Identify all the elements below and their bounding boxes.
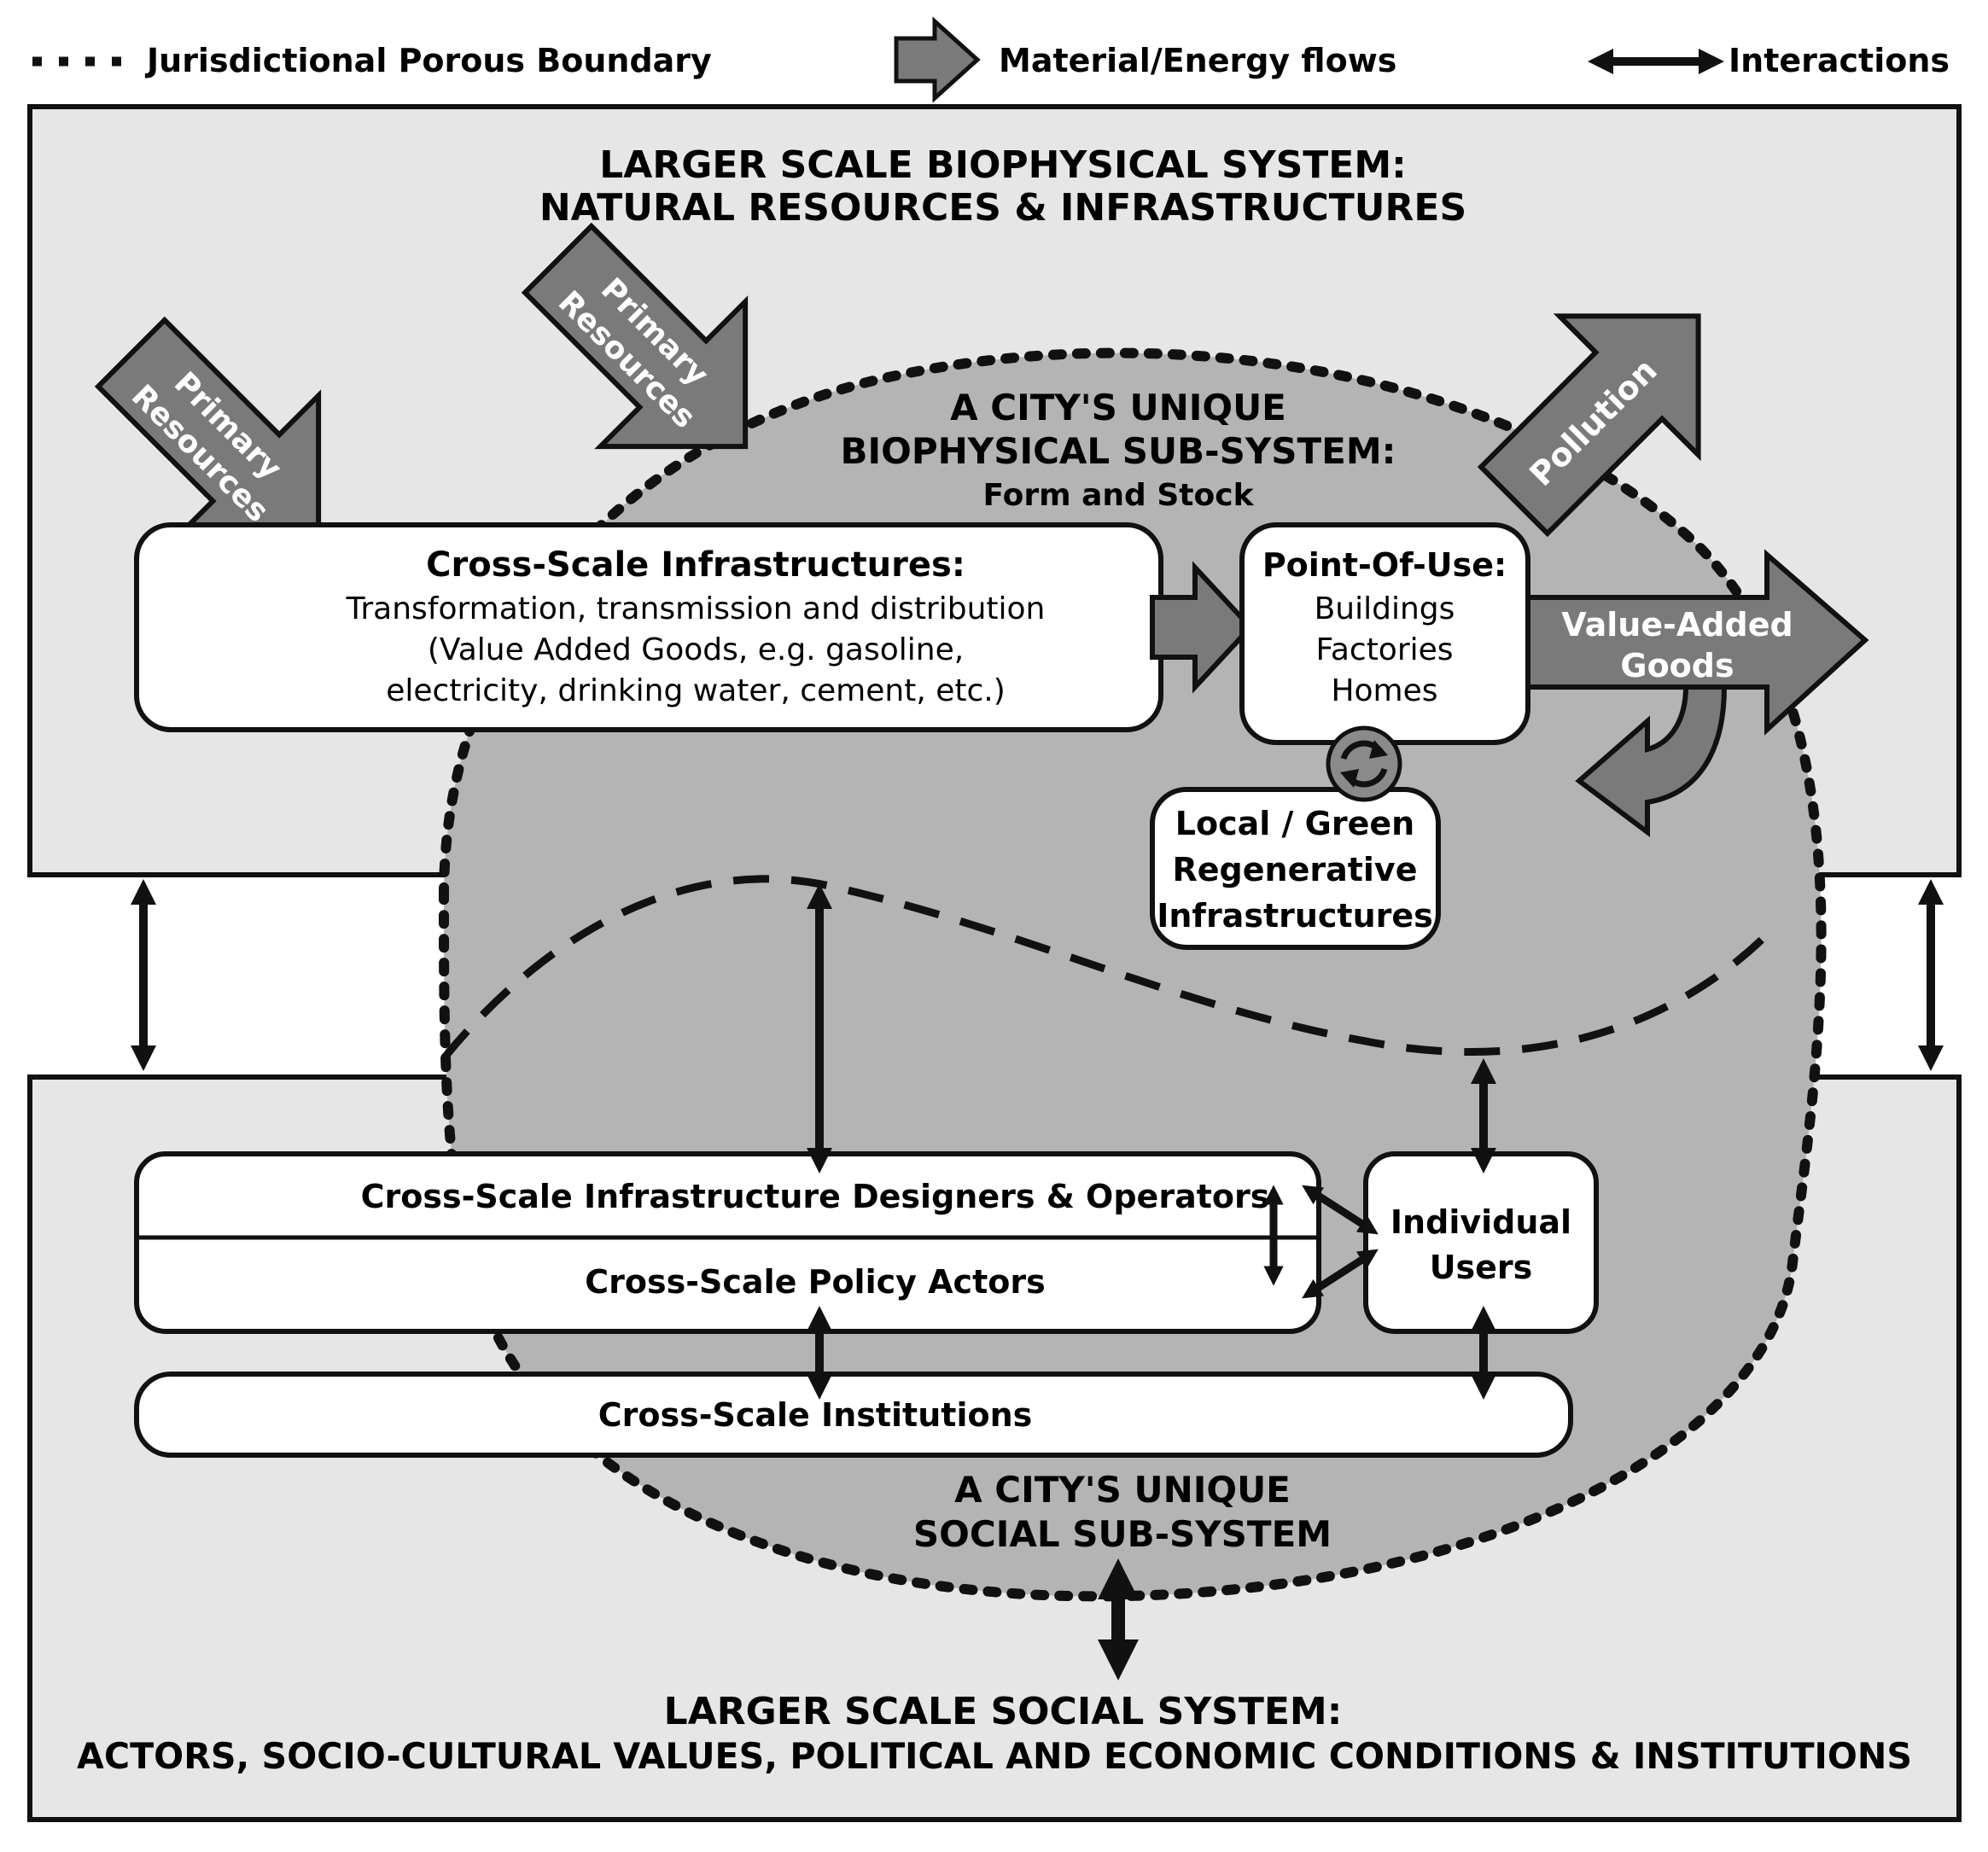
- institutions-box: [134, 1372, 1573, 1458]
- subsystem-divider: [440, 875, 1766, 1061]
- value-added-line2: Goods: [1620, 647, 1734, 684]
- biophysical-system-title-1: LARGER SCALE BIOPHYSICAL SYSTEM:: [599, 143, 1406, 187]
- legend-interactions-label: Interactions: [1729, 42, 1950, 79]
- point-of-use-item-homes: Homes: [1331, 673, 1437, 708]
- infrastructures-title: Cross-Scale Infrastructures:: [426, 545, 965, 585]
- city-biophysical-subtitle: Form and Stock: [982, 478, 1254, 513]
- local-green-line3: Infrastructures: [1157, 897, 1433, 935]
- point-of-use-item-buildings: Buildings: [1315, 591, 1455, 626]
- individual-users-line1: Individual: [1390, 1203, 1571, 1241]
- individual-users-box: [1363, 1151, 1599, 1334]
- legend: Jurisdictional Porous Boundary Material/…: [32, 16, 1950, 103]
- designers-operators-label: Cross-Scale Infrastructure Designers & O…: [361, 1178, 1270, 1215]
- local-green-line2: Regenerative: [1173, 851, 1418, 888]
- infrastructures-line-3: electricity, drinking water, cement, etc…: [386, 673, 1006, 708]
- point-of-use-title: Point-Of-Use:: [1262, 546, 1507, 584]
- recycle-icon: [1326, 725, 1402, 802]
- value-added-line1: Value-Added: [1561, 606, 1793, 644]
- infra-to-point-of-use-arrow: [1150, 561, 1255, 694]
- local-green-infrastructures-box: [1150, 787, 1441, 950]
- value-added-goods-arrow: Value-Added Goods: [1517, 549, 1869, 837]
- legend-boundary-label: Jurisdictional Porous Boundary: [144, 42, 712, 79]
- city-biophysical-title-2: BIOPHYSICAL SUB-SYSTEM:: [841, 430, 1396, 472]
- interaction-arrow-policy-users: [1302, 1249, 1379, 1299]
- infrastructures-line-1: Transformation, transmission and distrib…: [346, 591, 1046, 626]
- social-system-title-2: ACTORS, SOCIO-CULTURAL VALUES, POLITICAL…: [77, 1735, 1912, 1777]
- individual-users-line2: Users: [1430, 1249, 1533, 1286]
- designers-policy-box: [134, 1151, 1321, 1334]
- policy-actors-label: Cross-Scale Policy Actors: [585, 1263, 1045, 1301]
- city-social-title-2: SOCIAL SUB-SYSTEM: [913, 1513, 1332, 1555]
- infrastructures-line-2: (Value Added Goods, e.g. gasoline,: [428, 632, 964, 667]
- legend-flow-arrow: [894, 16, 981, 103]
- local-green-line1: Local / Green: [1175, 805, 1414, 842]
- value-added-return-arrow: [1575, 684, 1728, 837]
- institutions-label: Cross-Scale Institutions: [598, 1396, 1033, 1434]
- pollution-arrow: Pollution: [1477, 313, 1701, 538]
- city-social-title-1: A CITY'S UNIQUE: [954, 1469, 1291, 1511]
- legend-flows-label: Material/Energy flows: [999, 42, 1396, 79]
- point-of-use-item-factories: Factories: [1315, 632, 1453, 667]
- interaction-arrow-designers-users: [1302, 1185, 1379, 1235]
- biophysical-system-title-2: NATURAL RESOURCES & INFRASTRUCTURES: [539, 186, 1466, 230]
- social-system-title-1: LARGER SCALE SOCIAL SYSTEM:: [664, 1690, 1343, 1733]
- city-biophysical-title-1: A CITY'S UNIQUE: [950, 387, 1286, 428]
